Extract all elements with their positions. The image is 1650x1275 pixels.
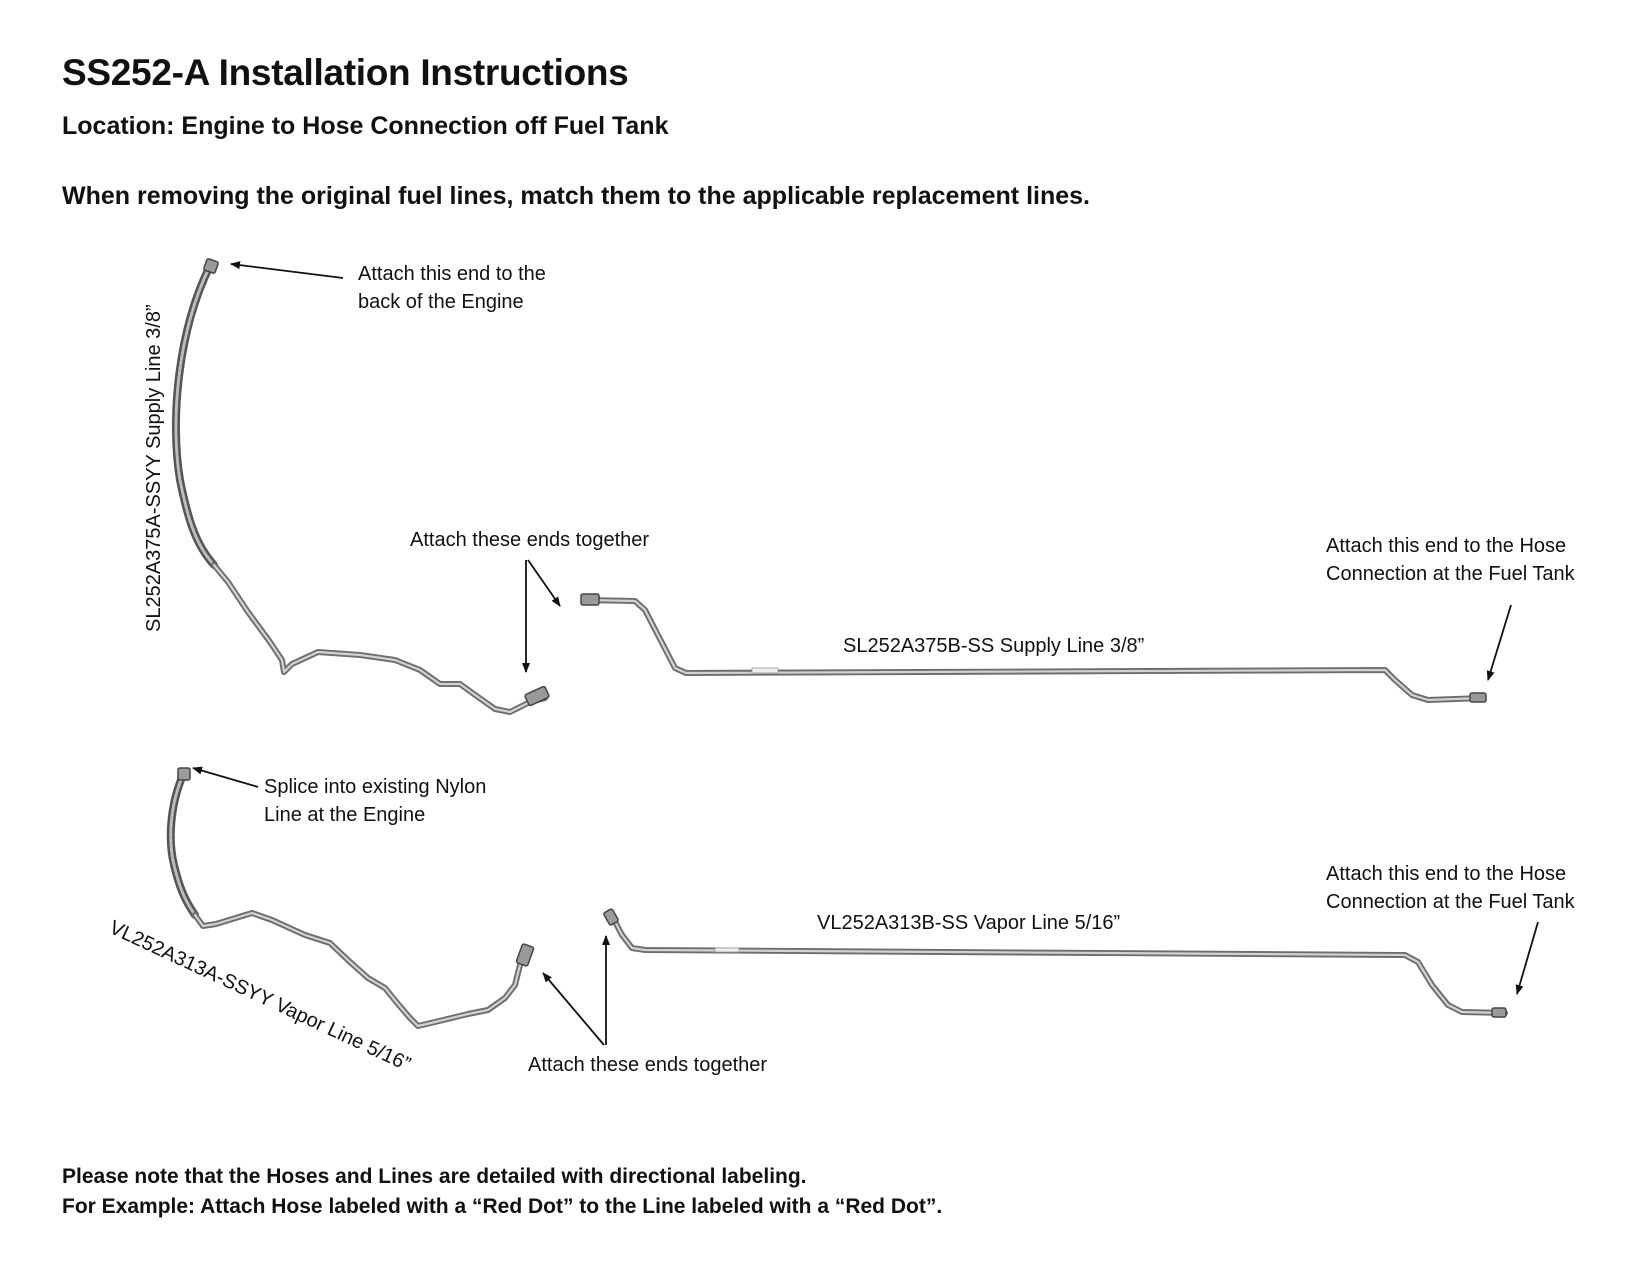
arrow-nylon-splice (192, 766, 259, 788)
vapor-a-hose-braid (169, 773, 197, 917)
supply-b-tank-fitting (1469, 692, 1487, 703)
vapor-b-label-sticker (714, 947, 740, 953)
supply-a-engine-fitting (203, 258, 219, 274)
vapor-b-tube-shine (610, 914, 1507, 1015)
callout-nylon-splice: Splice into existing Nylon Line at the E… (264, 776, 492, 826)
supply-a-tube (211, 562, 548, 715)
arrow-vapor-tank (1515, 921, 1539, 995)
arrow-supply-join-right (527, 559, 561, 607)
supply-b-tube-shine (583, 598, 1484, 702)
arrow-supply-tank (1486, 604, 1512, 681)
vapor-b-join-fitting (603, 908, 619, 926)
location-subtitle: Location: Engine to Hose Connection off … (62, 112, 669, 140)
note-directional-labeling: Please note that the Hoses and Lines are… (62, 1165, 807, 1188)
vapor-a-engine-fitting (177, 767, 191, 781)
label-vapor-b: VL252A313B-SS Vapor Line 5/16” (817, 912, 1120, 934)
arrow-vapor-join-left (542, 972, 605, 1046)
intro-instruction: When removing the original fuel lines, m… (62, 182, 1090, 210)
supply-b-label-sticker (751, 667, 779, 674)
vapor-line-a (166, 767, 535, 1029)
supply-b-join-fitting (580, 593, 600, 606)
label-vapor-a: VL252A313A-SSYY Vapor Line 5/16” (106, 917, 414, 1076)
vapor-a-tube-shine (193, 911, 527, 1028)
callout-supply-tank: Attach this end to the Hose Connection a… (1326, 535, 1576, 585)
note-red-dot-example: For Example: Attach Hose labeled with a … (62, 1195, 943, 1218)
vapor-b-tank-fitting (1491, 1007, 1507, 1018)
callout-supply-join: Attach these ends together (410, 529, 649, 551)
page-title: SS252-A Installation Instructions (62, 52, 629, 93)
supply-a-hose-braid (174, 264, 216, 567)
vapor-a-join-fitting (515, 943, 535, 967)
callout-engine-back: Attach this end to the back of the Engin… (358, 263, 551, 313)
supply-a-hose (171, 262, 218, 569)
supply-a-join-fitting (524, 685, 550, 707)
supply-line-b (580, 593, 1487, 703)
label-supply-a: SL252A375A-SSYY Supply Line 3/8” (143, 304, 165, 632)
callout-vapor-tank: Attach this end to the Hose Connection a… (1326, 863, 1576, 913)
arrow-engine-back (230, 261, 344, 279)
supply-line-a (171, 258, 550, 715)
vapor-line-b (603, 908, 1508, 1018)
label-supply-b: SL252A375B-SS Supply Line 3/8” (843, 635, 1144, 657)
supply-a-tube-shine (212, 563, 547, 714)
callout-vapor-join: Attach these ends together (528, 1054, 767, 1076)
